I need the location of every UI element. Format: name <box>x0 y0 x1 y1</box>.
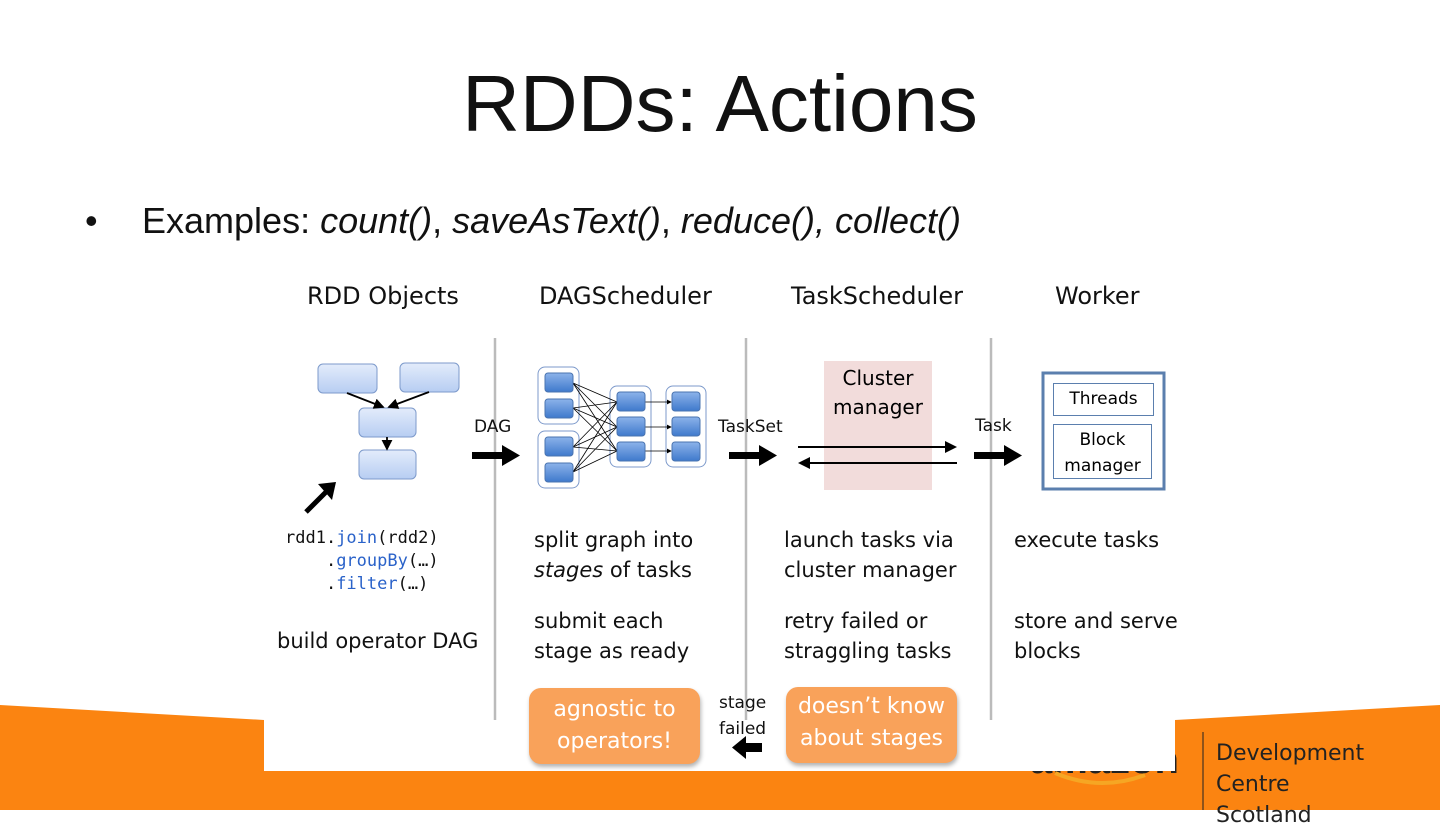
stage-failed-1: stage <box>719 693 767 713</box>
c: (…) <box>407 551 439 571</box>
example-count: count() <box>320 200 433 241</box>
stage-failed-2: failed <box>719 719 767 739</box>
c: rdd1. <box>285 528 337 548</box>
c: . <box>285 574 337 594</box>
n: of tasks <box>603 558 692 582</box>
note-worker-1: execute tasks <box>1014 528 1160 552</box>
note-task-1: launch tasks via cluster manager <box>784 525 956 585</box>
block-label-2: manager <box>1064 456 1141 476</box>
c1: agnostic to <box>553 697 676 722</box>
code-snippet: rdd1.join(rdd2) .groupBy(…) .filter(…) <box>285 527 439 596</box>
kw-join: join <box>336 528 378 548</box>
n: launch tasks via <box>784 528 954 552</box>
n: split graph into <box>534 528 694 552</box>
page-title: RDDs: Actions <box>462 59 978 148</box>
header-worker: Worker <box>1055 282 1140 310</box>
rdd-graph <box>317 362 460 480</box>
threads-box: Threads <box>1053 383 1154 416</box>
label-task: Task <box>975 416 1012 436</box>
bullet-dot: • <box>85 200 98 241</box>
header-dagscheduler: DAGScheduler <box>539 282 712 310</box>
cluster-label-2: manager <box>833 395 923 419</box>
n: straggling tasks <box>784 639 952 663</box>
column-dividers <box>493 338 993 720</box>
note-dag-1: split graph into stages of tasks <box>534 525 693 585</box>
header-rdd-objects: RDD Objects <box>307 282 459 310</box>
white-overlay <box>264 720 1175 771</box>
n: blocks <box>1014 639 1081 663</box>
note-build-dag: build operator DAG <box>277 629 479 653</box>
callout-doesnt-know: doesn’t know about stages <box>786 687 957 763</box>
example-save: saveAsText() <box>452 200 661 241</box>
stage-graph <box>537 366 707 489</box>
c: . <box>285 551 337 571</box>
n: retry failed or <box>784 609 928 633</box>
org-line-1: Development Centre <box>1216 741 1365 797</box>
cluster-label-1: Cluster <box>842 366 914 390</box>
cluster-manager-box: Cluster manager <box>824 361 932 490</box>
c: (rdd2) <box>377 528 439 548</box>
diagram <box>304 338 1166 759</box>
c: (…) <box>397 574 429 594</box>
bullet-prefix: Examples: <box>142 200 321 241</box>
n: submit each <box>534 609 664 633</box>
callout-agnostic: agnostic to operators! <box>529 688 700 764</box>
n: store and serve <box>1014 609 1178 633</box>
c1: doesn’t know <box>797 694 946 719</box>
n: cluster manager <box>784 558 957 582</box>
block-manager-box: Block manager <box>1053 424 1152 479</box>
pointer-arrow <box>318 482 336 500</box>
label-taskset: TaskSet <box>718 417 783 437</box>
label-dag: DAG <box>474 417 512 437</box>
n: stages <box>534 558 604 582</box>
footer-band <box>0 705 1440 810</box>
thick-arrows <box>472 445 1022 759</box>
label-stage-failed: stage failed <box>719 690 766 742</box>
note-worker-2: store and serve blocks <box>1014 606 1178 666</box>
c2: about stages <box>800 726 943 751</box>
block-label-1: Block <box>1079 430 1126 450</box>
header-taskscheduler: TaskScheduler <box>791 282 963 310</box>
sep: , <box>660 200 681 241</box>
bullet-examples: • Examples: count(), saveAsText(), reduc… <box>85 200 961 242</box>
kw-groupby: groupBy <box>336 551 408 571</box>
note-task-2: retry failed or straggling tasks <box>784 606 951 666</box>
kw-filter: filter <box>336 574 398 594</box>
sep: , <box>432 200 453 241</box>
c2: operators! <box>557 729 672 754</box>
example-reduce-collect: reduce(), collect() <box>680 200 961 241</box>
n: stage as ready <box>534 639 690 663</box>
note-dag-2: submit each stage as ready <box>534 606 689 666</box>
